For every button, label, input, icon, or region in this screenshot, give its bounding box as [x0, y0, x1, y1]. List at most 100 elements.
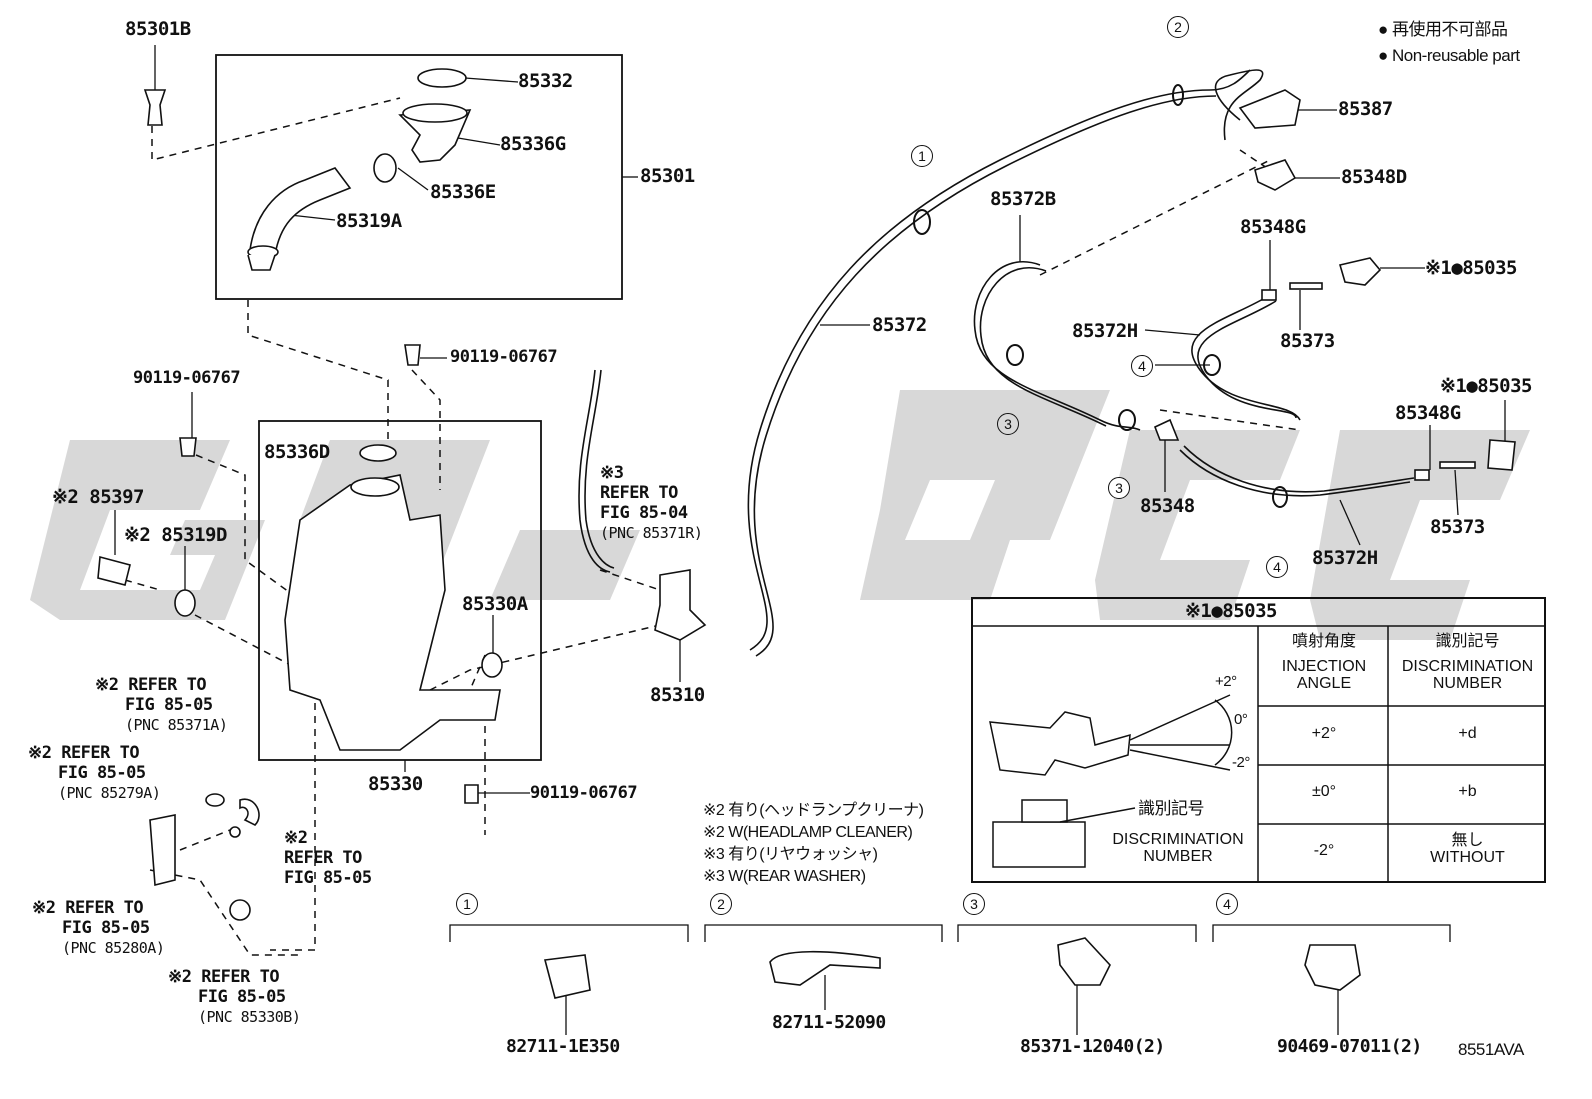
part-85336D: 85336D — [264, 441, 330, 463]
note-4: ※3 W(REAR WASHER) — [703, 868, 866, 885]
figure-code: 8551AVA — [1458, 1040, 1524, 1059]
refer-6-line3: (PNC 85330B) — [198, 1008, 301, 1026]
row2-angle: ±0° — [1311, 783, 1337, 800]
part-85348: 85348 — [1140, 495, 1195, 517]
part-85373-top: 85373 — [1280, 330, 1335, 352]
refer-85279A: ※2 REFER TO FIG 85-05 (PNC 85279A) — [28, 743, 161, 803]
refer-1-line4: (PNC 85371R) — [600, 524, 703, 542]
refer-2-line2: FIG 85-05 — [125, 695, 213, 715]
callout-3-hose-b: 3 — [1108, 477, 1130, 499]
row3-angle: -2° — [1313, 842, 1335, 859]
nozzle-sketch — [989, 694, 1233, 868]
header-angle-jp: 噴射角度 — [1291, 633, 1356, 650]
part-85397: ※2 85397 — [52, 486, 145, 508]
refer-85371A: ※2 REFER TO FIG 85-05 (PNC 85371A) — [95, 675, 228, 735]
part-85319A: 85319A — [336, 210, 402, 232]
part-85035-bottom: ※1●85035 — [1440, 375, 1533, 397]
part-90119-bottom: 90119-06767 — [530, 783, 638, 803]
row2-code: +b — [1458, 783, 1477, 800]
angle-minus-label: -2° — [1232, 754, 1250, 771]
clip-90469-07011: 90469-07011(2) — [1277, 1036, 1422, 1057]
dashed-connectors — [124, 97, 1301, 956]
watermark-logo — [30, 390, 1530, 640]
note-3: ※3 有り(リヤウォッシャ) — [703, 846, 878, 863]
part-90119-top: 90119-06767 — [450, 347, 558, 367]
refer-3-line1: ※2 REFER TO — [28, 743, 140, 763]
angle-zero-label: 0° — [1234, 711, 1248, 728]
callout-2-clip: 2 — [710, 893, 732, 915]
refer-3-line3: (PNC 85279A) — [58, 784, 161, 802]
table-header-angle: 噴射角度 INJECTION ANGLE — [1260, 633, 1388, 692]
condition-notes: ※2 有り(ヘッドランプクリーナ) ※2 W(HEADLAMP CLEANER)… — [703, 800, 924, 888]
part-85387: 85387 — [1338, 98, 1393, 120]
refer-5-line3: (PNC 85280A) — [62, 939, 165, 957]
part-85373-bottom: 85373 — [1430, 516, 1485, 538]
note-2: ※2 W(HEADLAMP CLEANER) — [703, 824, 913, 841]
part-85372H-bottom: 85372H — [1312, 547, 1378, 569]
row3-code: 無し WITHOUT — [1390, 832, 1545, 867]
disc-mark-en: DISCRIMINATION NUMBER — [1112, 831, 1244, 865]
row1-code: +d — [1458, 725, 1477, 742]
refer-4-line1: ※2 — [284, 828, 308, 848]
part-85336G: 85336G — [500, 133, 566, 155]
part-85310: 85310 — [650, 684, 705, 706]
legend-jp-text: 再使用不可部品 — [1392, 20, 1508, 39]
tank-box — [258, 420, 542, 761]
table-header-disc: 識別記号 DISCRIMINATION NUMBER — [1390, 633, 1545, 692]
angle-plus-label: +2° — [1215, 673, 1237, 690]
clip-brackets — [449, 924, 1451, 1035]
refer-5-line2: FIG 85-05 — [62, 918, 150, 938]
part-85372: 85372 — [872, 314, 927, 336]
clip-sketches — [543, 937, 1361, 999]
part-85319D: ※2 85319D — [124, 524, 227, 546]
refer-fig-85-05-mid: ※2 REFER TO FIG 85-05 — [284, 828, 372, 888]
refer-85330B: ※2 REFER TO FIG 85-05 (PNC 85330B) — [168, 967, 301, 1027]
legend-en-text: Non-reusable part — [1392, 46, 1520, 65]
nozzle-table — [971, 597, 1546, 883]
refer-4-line2: REFER TO — [284, 848, 362, 868]
refer-1-line3: FIG 85-04 — [600, 503, 688, 523]
refer-1-line1: ※3 — [600, 463, 624, 483]
callout-4-hose-a: 4 — [1131, 355, 1153, 377]
part-85035-top: ※1●85035 — [1425, 257, 1518, 279]
callout-2-hose: 2 — [1167, 16, 1189, 38]
row1-angle: +2° — [1311, 725, 1337, 742]
clip-82711-1E350: 82711-1E350 — [506, 1036, 620, 1057]
callout-3-hose-a: 3 — [997, 413, 1019, 435]
part-85330A: 85330A — [462, 593, 528, 615]
clip-85371-12040: 85371-12040(2) — [1020, 1036, 1165, 1057]
leader-lines — [114, 45, 1506, 794]
refer-1-line2: REFER TO — [600, 483, 678, 503]
callout-4-clip: 4 — [1216, 893, 1238, 915]
refer-4-line3: FIG 85-05 — [284, 868, 372, 888]
header-disc-en: DISCRIMINATION NUMBER — [1401, 657, 1534, 692]
callout-1-hose: 1 — [911, 145, 933, 167]
legend-bullet-en: ● Non-reusable part — [1378, 46, 1520, 65]
header-angle-en: INJECTION ANGLE — [1281, 657, 1367, 692]
callout-1-clip: 1 — [456, 893, 478, 915]
part-85336E: 85336E — [430, 181, 496, 203]
refer-fig-85-04: ※3 REFER TO FIG 85-04 (PNC 85371R) — [600, 463, 703, 543]
callout-3-clip: 3 — [963, 893, 985, 915]
refer-2-line1: ※2 REFER TO — [95, 675, 207, 695]
refer-85280A: ※2 REFER TO FIG 85-05 (PNC 85280A) — [32, 898, 165, 958]
part-85372B: 85372B — [990, 188, 1056, 210]
refer-5-line1: ※2 REFER TO — [32, 898, 144, 918]
disc-mark-jp: 識別記号 — [1138, 799, 1205, 818]
refer-3-line2: FIG 85-05 — [58, 763, 146, 783]
hose-clamps — [913, 84, 1288, 508]
table-title: ※1●85035 — [1185, 600, 1278, 622]
part-85348G-bottom: 85348G — [1395, 402, 1461, 424]
row3-code-en: WITHOUT — [1430, 848, 1505, 866]
header-disc-jp: 識別記号 — [1435, 633, 1500, 650]
note-1: ※2 有り(ヘッドランプクリーナ) — [703, 802, 924, 819]
part-85301: 85301 — [640, 165, 695, 187]
refer-2-line3: (PNC 85371A) — [125, 716, 228, 734]
part-85330: 85330 — [368, 773, 423, 795]
part-85332: 85332 — [518, 70, 573, 92]
part-85348D: 85348D — [1341, 166, 1407, 188]
refer-6-line1: ※2 REFER TO — [168, 967, 280, 987]
clip-82711-52090: 82711-52090 — [772, 1012, 886, 1033]
callout-4-hose-b: 4 — [1266, 556, 1288, 578]
